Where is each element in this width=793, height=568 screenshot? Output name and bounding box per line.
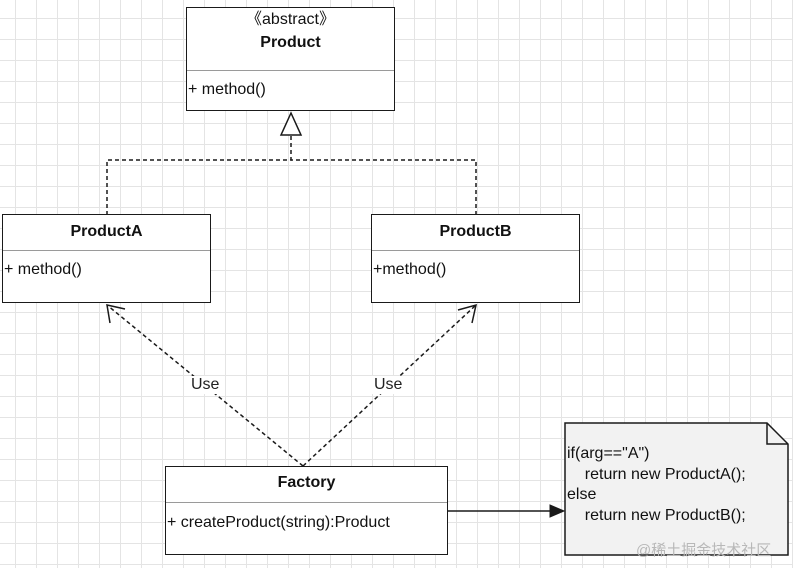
realization-edge-product-b [291,159,477,215]
class-product-b-header: ProductB [372,215,579,251]
use-label-product-a: Use [189,376,222,394]
note-shape [564,422,789,556]
class-product-a: ProductA + method() [2,214,211,303]
class-product-b: ProductB +method() [371,214,580,303]
class-factory-method: + createProduct(string):Product [167,514,390,531]
class-product-b-name: ProductB [439,223,512,240]
use-label-product-b: Use [372,376,405,394]
inheritance-arrowhead [279,111,303,136]
watermark-text: @稀土掘金技术社区 [636,542,772,559]
class-product-method: + method() [188,81,266,98]
class-factory: Factory + createProduct(string):Product [165,466,448,555]
use-arrowhead-product-a [106,304,126,324]
realization-edge-product-a [106,135,292,215]
class-product-a-name: ProductA [70,223,143,240]
class-product-a-header: ProductA [3,215,210,251]
class-product-name: Product [260,34,321,51]
class-product-stereotype: 《abstract》 [246,11,335,28]
note-code-text: if(arg=="A") return new ProductA(); else… [567,445,746,524]
class-product: 《abstract》 Product + method() [186,7,395,111]
class-factory-name: Factory [277,474,336,491]
note-fold [766,423,788,445]
class-factory-header: Factory [166,467,447,503]
class-product-a-method: + method() [4,261,82,278]
class-product-header: 《abstract》 Product [187,8,394,71]
class-product-b-method: +method() [373,261,447,278]
use-arrowhead-product-b [457,303,478,324]
note-connector-arrowhead [549,504,566,518]
use-edge-product-b [302,304,477,467]
